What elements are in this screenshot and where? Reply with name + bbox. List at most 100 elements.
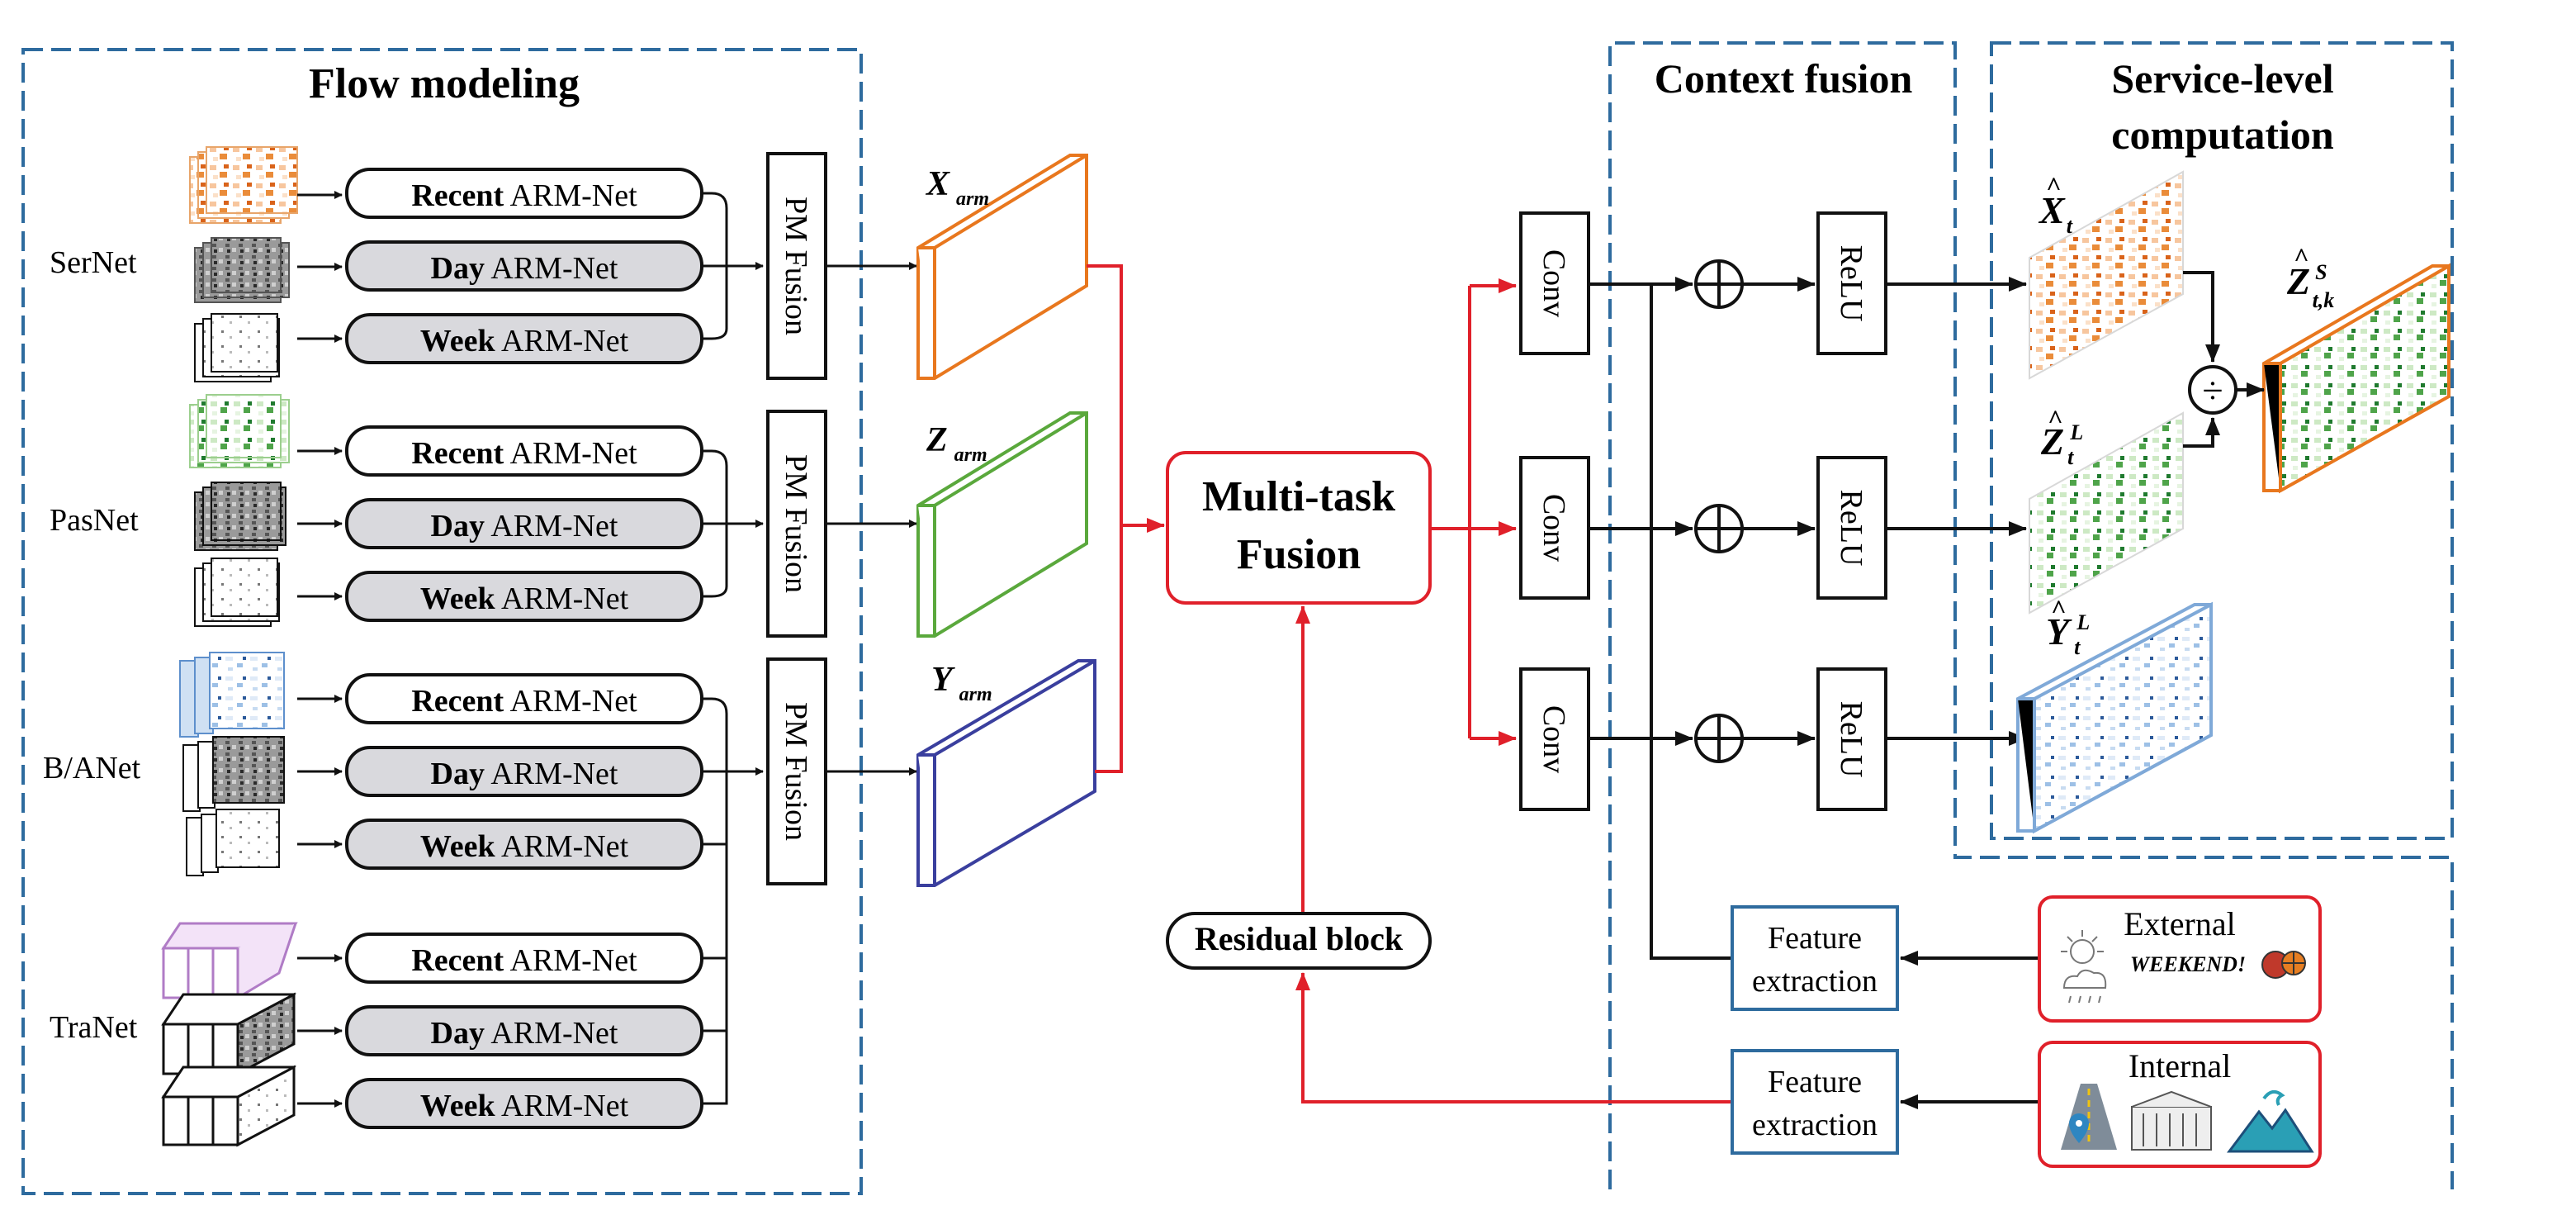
y-arm-map xyxy=(916,659,1096,887)
add-node xyxy=(1694,714,1744,763)
tranet-day-stack xyxy=(161,992,296,1076)
feature-extraction-label: extraction xyxy=(1752,964,1878,999)
z-out-caret: ^ xyxy=(2294,242,2308,272)
context-fusion-frame xyxy=(1608,41,2454,1189)
pasnet-day-stack xyxy=(194,482,286,551)
pasnet-recent-stack xyxy=(189,394,290,468)
service-level-title: Service-level xyxy=(2111,55,2333,102)
pm-fusion-boxes xyxy=(766,152,827,885)
divide-icon: ÷ xyxy=(2202,369,2223,411)
flow-modeling-frame xyxy=(21,48,863,1195)
divide-connectors xyxy=(2183,271,2265,448)
arm-label-day: Day ARM-Net xyxy=(431,757,618,791)
add-node xyxy=(1694,259,1744,309)
red-connectors xyxy=(1087,264,1732,1103)
relu-boxes xyxy=(1816,211,1887,811)
relu-labels: ReLU ReLU ReLU xyxy=(1834,245,1868,778)
add-node xyxy=(1694,504,1744,553)
sports-ball-icon xyxy=(2261,951,2306,979)
mountain-icon xyxy=(2227,1089,2314,1153)
conv-label: Conv xyxy=(1537,249,1571,317)
add-nodes xyxy=(1694,259,1744,763)
service-level-title-2: computation xyxy=(2111,112,2334,158)
multitask-fusion-box xyxy=(1166,451,1432,605)
z-hat-caret: ^ xyxy=(2048,404,2062,434)
net-label-tranet: TraNet xyxy=(50,1010,138,1045)
arm-net-blocks xyxy=(345,168,703,1129)
multitask-label-2: Fusion xyxy=(1237,531,1361,578)
external-label: External xyxy=(2124,905,2236,942)
x-hat-label: Xt xyxy=(2038,189,2073,238)
conv-boxes xyxy=(1519,211,1590,811)
service-level-frame xyxy=(1990,41,2454,840)
divide-node: ÷ xyxy=(2188,365,2237,415)
pm-fusion-label: PM Fusion xyxy=(779,197,813,335)
pm-fusion-label: PM Fusion xyxy=(779,702,813,841)
arm-brackets xyxy=(702,192,728,1105)
net-label-banet: B/ANet xyxy=(43,751,141,785)
internal-box: Internal xyxy=(2038,1041,2322,1168)
arm-label-recent: Recent ARM-Net xyxy=(411,436,637,471)
z-hat-map xyxy=(2029,411,2184,615)
banet-week-stack xyxy=(186,809,280,876)
tranet-recent-stack xyxy=(161,922,298,1000)
weekend-icon: WEEKEND! xyxy=(2130,952,2246,976)
weather-icon xyxy=(2061,930,2107,1004)
relu-to-map-arrows xyxy=(1886,277,2027,746)
arm-label-week: Week ARM-Net xyxy=(420,581,629,616)
pasnet-week-stack xyxy=(194,558,280,627)
relu-label: ReLU xyxy=(1834,701,1868,778)
conv-to-add-arrows xyxy=(1589,277,1693,746)
conv-labels: Conv Conv Conv xyxy=(1537,249,1571,773)
internal-label: Internal xyxy=(2129,1047,2231,1084)
arm-label-day: Day ARM-Net xyxy=(431,509,618,543)
x-hat-caret: ^ xyxy=(2046,171,2061,201)
input-stacks xyxy=(161,146,298,1147)
x-arm-map xyxy=(916,154,1088,380)
input-arrows xyxy=(297,191,343,1108)
residual-block xyxy=(1166,912,1432,970)
sernet-day-stack xyxy=(194,237,290,303)
arm-label-day: Day ARM-Net xyxy=(431,251,618,286)
z-arm-map xyxy=(916,411,1088,638)
tranet-week-stack xyxy=(161,1065,296,1147)
sernet-recent-stack xyxy=(189,146,298,224)
arm-label-week: Week ARM-Net xyxy=(420,324,629,358)
feature-extraction-label: extraction xyxy=(1752,1108,1878,1142)
arm-net-labels: Recent ARM-Net Day ARM-Net Week ARM-Net … xyxy=(411,178,637,1123)
arm-label-week: Week ARM-Net xyxy=(420,1089,629,1123)
feature-extraction-label: Feature xyxy=(1768,921,1862,956)
relu-label: ReLU xyxy=(1834,490,1868,567)
feature-extraction-boxes xyxy=(1731,905,1899,1155)
bracket-to-pm-arrows xyxy=(727,262,764,776)
pm-output-arrows xyxy=(826,262,917,776)
pm-fusion-label: PM Fusion xyxy=(779,454,813,593)
net-label-sernet: SerNet xyxy=(50,245,137,280)
arm-output-maps xyxy=(916,154,1096,887)
y-hat-caret: ^ xyxy=(2051,594,2066,624)
building-icon xyxy=(2131,1090,2212,1151)
arm-label-recent: Recent ARM-Net xyxy=(411,943,637,978)
arm-label-day: Day ARM-Net xyxy=(431,1016,618,1051)
road-map-pin-icon xyxy=(2061,1084,2117,1150)
arm-label-week: Week ARM-Net xyxy=(420,829,629,864)
relu-label: ReLU xyxy=(1834,245,1868,322)
section-frames xyxy=(21,41,2454,1195)
conv-label: Conv xyxy=(1537,705,1571,773)
multitask-label-1: Multi-task xyxy=(1202,473,1395,520)
external-box: External WEEKEND! xyxy=(2038,895,2322,1023)
arm-label-recent: Recent ARM-Net xyxy=(411,178,637,213)
sernet-week-stack xyxy=(194,313,280,382)
context-fusion-title: Context fusion xyxy=(1655,55,1913,102)
feature-extraction-label: Feature xyxy=(1768,1065,1862,1099)
banet-recent-stack xyxy=(179,652,285,738)
